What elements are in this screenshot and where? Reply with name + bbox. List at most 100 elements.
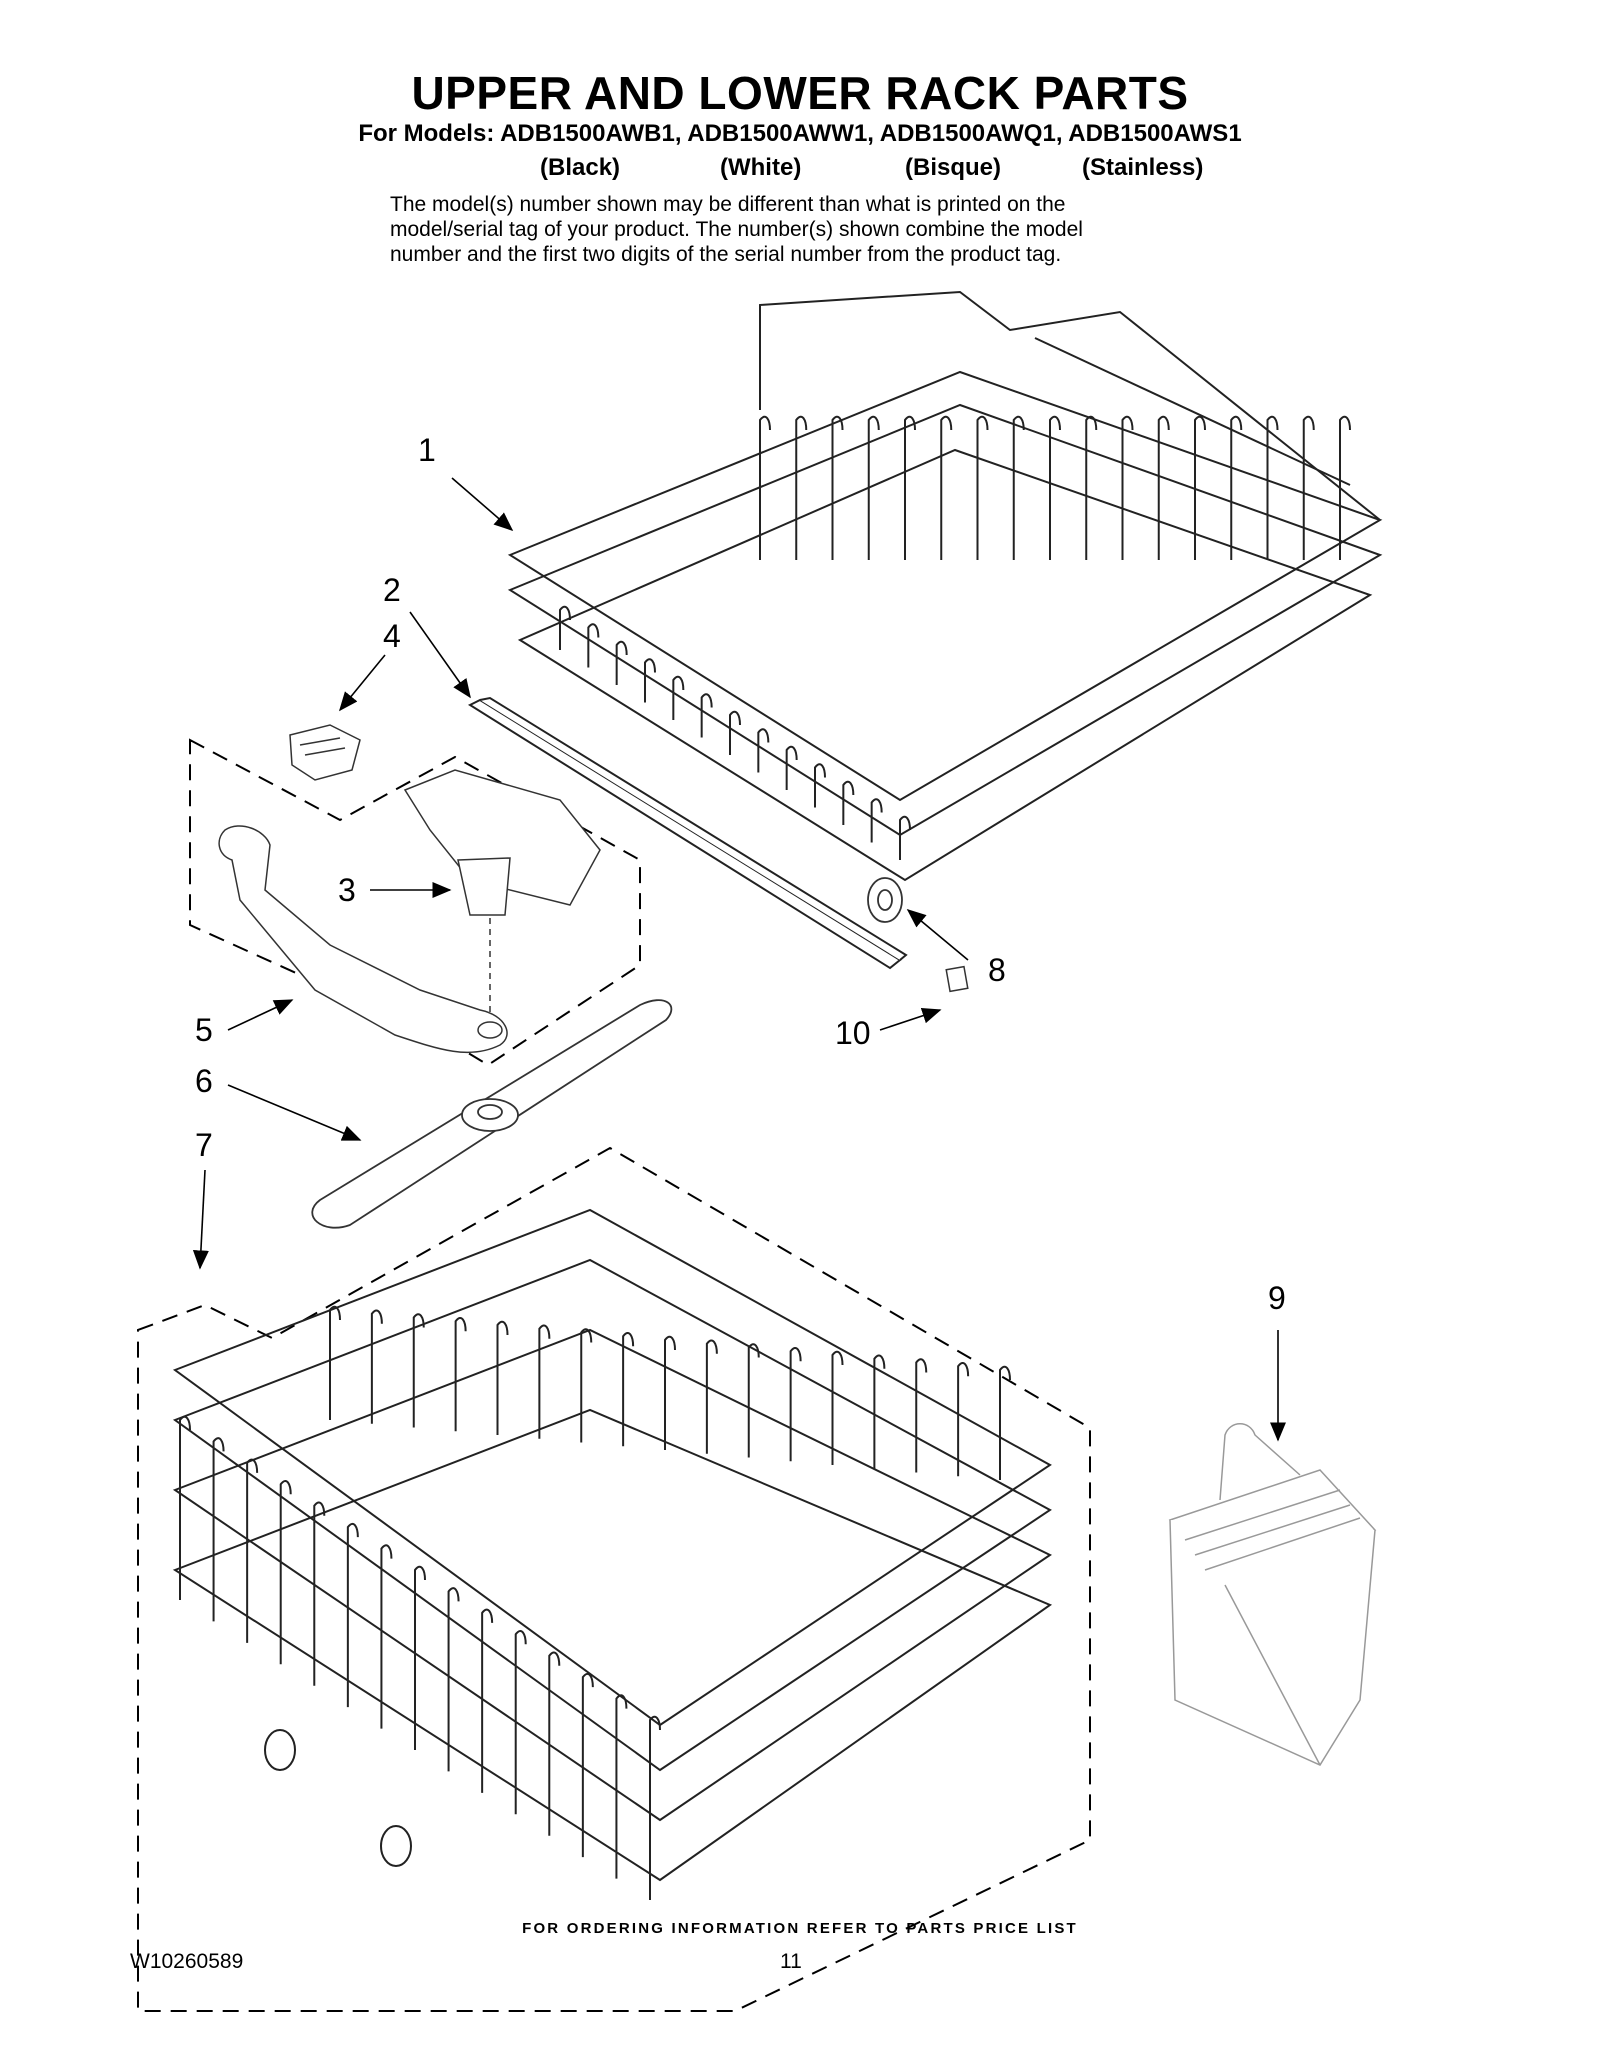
rack-rail-part-2: [467, 696, 908, 970]
rack-tine: [1339, 415, 1351, 560]
rack-tine: [412, 1313, 425, 1428]
color-bisque: (Bisque): [905, 154, 1001, 181]
rack-tine: [538, 1324, 551, 1439]
note-line: number and the first two digits of the s…: [390, 243, 1062, 266]
rack-tine: [870, 798, 883, 843]
silverware-basket-part-9: [1168, 1423, 1377, 1766]
rack-tine: [1085, 415, 1098, 560]
rack-tine: [904, 415, 916, 560]
rack-tine: [672, 675, 685, 720]
clip-part-4: [289, 724, 361, 781]
rack-tine: [1230, 415, 1243, 560]
rack-tine: [380, 1544, 393, 1729]
rack-tine: [1194, 415, 1206, 560]
spray-arm-part-6: [311, 999, 673, 1229]
rack-tine: [246, 1458, 259, 1643]
manifold-part-3: [403, 769, 601, 1020]
rack-tine: [615, 1694, 628, 1879]
callout-5: 5: [195, 1012, 213, 1048]
rack-tine: [622, 1332, 635, 1447]
rack-tine: [757, 728, 770, 773]
page-title: UPPER AND LOWER RACK PARTS: [411, 67, 1189, 119]
note-line: The model(s) number shown may be differe…: [390, 193, 1066, 216]
rack-tine: [414, 1565, 426, 1750]
rack-tine: [514, 1630, 527, 1815]
rack-tine: [548, 1651, 561, 1836]
lower-rack: [172, 1208, 1053, 1900]
rack-tine: [867, 415, 880, 560]
document-number: W10260589: [130, 1950, 244, 1973]
callout-1: 1: [418, 432, 436, 468]
note-line: model/serial tag of your product. The nu…: [390, 218, 1083, 241]
rack-tine: [785, 745, 798, 790]
rack-tine: [1121, 415, 1134, 560]
callout-4: 4: [383, 618, 401, 654]
rack-tine: [496, 1320, 509, 1435]
rack-tine: [1157, 415, 1170, 560]
rack-tine: [1049, 415, 1061, 560]
rack-tine: [481, 1608, 494, 1793]
leader-lines: [192, 477, 1286, 1442]
rack-tine: [747, 1343, 760, 1458]
clip-part-10: [945, 965, 969, 993]
callout-7: 7: [195, 1127, 213, 1163]
rack-tine: [212, 1437, 225, 1622]
rack-tine: [957, 1362, 970, 1477]
lower-rack-group-box: [137, 1146, 1091, 2012]
wheel-part-8: [867, 877, 903, 923]
rack-tine: [447, 1587, 460, 1772]
lower-rack-tines: [179, 1305, 1011, 1900]
callout-2: 2: [383, 572, 401, 608]
rack-tine: [580, 1328, 593, 1443]
callout-8: 8: [988, 952, 1006, 988]
color-black: (Black): [540, 154, 621, 181]
color-white: (White): [720, 154, 802, 181]
rack-tine: [644, 658, 656, 703]
rack-tine: [649, 1715, 661, 1900]
ordering-info: FOR ORDERING INFORMATION REFER TO PARTS …: [522, 1920, 1078, 1937]
callout-9: 9: [1268, 1280, 1286, 1316]
rack-tine: [559, 605, 571, 650]
rack-tine: [842, 780, 855, 825]
rack-tine: [587, 623, 600, 668]
callout-6: 6: [195, 1063, 213, 1099]
callout-3: 3: [338, 872, 356, 908]
callout-10: 10: [835, 1015, 871, 1051]
rack-tine: [831, 415, 844, 560]
page-number: 11: [780, 1950, 802, 1973]
rack-tine: [814, 763, 826, 808]
upper-rack-tines: [559, 415, 1351, 860]
rack-tine: [873, 1354, 886, 1469]
rack-tine: [700, 693, 713, 738]
rack-tine: [313, 1501, 326, 1686]
rack-tine: [279, 1480, 292, 1665]
rack-tine: [346, 1522, 359, 1708]
rack-tine: [915, 1358, 928, 1473]
rack-tine: [759, 415, 771, 560]
rack-tine: [370, 1309, 383, 1424]
rack-tine: [729, 710, 741, 755]
rack-tine: [1302, 415, 1315, 560]
rack-tine: [664, 1335, 676, 1450]
spray-arm-group-box: [189, 738, 641, 1067]
rack-tine: [1012, 415, 1025, 560]
rack-tine: [615, 640, 628, 685]
rack-tine: [1266, 415, 1279, 560]
rack-tine: [454, 1317, 467, 1432]
rack-tine: [976, 415, 989, 560]
rack-tine: [581, 1672, 594, 1858]
rack-tine: [179, 1415, 191, 1600]
rack-tine: [329, 1305, 341, 1420]
feed-tube-part-5: [218, 825, 508, 1054]
model-note: The model(s) number shown may be differe…: [390, 192, 1250, 267]
models-line: For Models: ADB1500AWB1, ADB1500AWW1, AD…: [358, 120, 1242, 147]
upper-rack: [507, 290, 1383, 882]
color-stainless: (Stainless): [1082, 154, 1204, 181]
rack-tine: [705, 1339, 718, 1454]
rack-tine: [795, 415, 808, 560]
rack-tine: [789, 1347, 802, 1462]
rack-tine: [999, 1365, 1011, 1480]
rack-tine: [940, 415, 953, 560]
rack-tine: [899, 815, 911, 860]
